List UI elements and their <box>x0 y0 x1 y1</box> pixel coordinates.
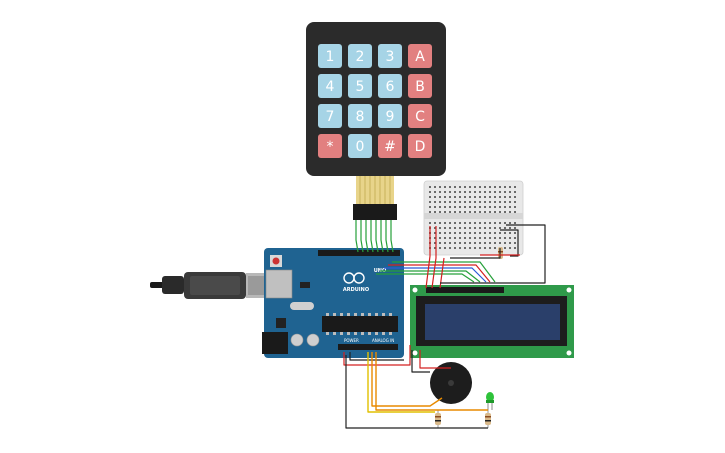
keypad-key[interactable]: 7 <box>318 104 342 128</box>
atmega-chip <box>322 316 398 332</box>
arduino-uno-board: ARDUINO UNO POWER ANALOG IN <box>262 248 404 358</box>
keypad-key-label: # <box>384 139 396 155</box>
keypad-key[interactable]: 3 <box>378 44 402 68</box>
piezo-buzzer <box>430 362 472 404</box>
power-analog-header <box>338 344 398 350</box>
keypad-4x4: 1 2 3 A 4 5 6 B 7 8 9 C * 0 # D <box>306 22 446 220</box>
mini-breadboard <box>423 180 524 256</box>
usb-cable <box>150 272 268 299</box>
resistor-1 <box>435 410 441 428</box>
wires <box>343 220 546 429</box>
keypad-key[interactable]: D <box>408 134 432 158</box>
resistor-2 <box>485 410 491 428</box>
keypad-key[interactable]: 4 <box>318 74 342 98</box>
keypad-key-label: D <box>415 139 426 155</box>
arduino-brand-text: ARDUINO <box>343 287 369 293</box>
keypad-key[interactable]: B <box>408 74 432 98</box>
power-label: POWER <box>344 338 359 343</box>
digital-pin-header <box>318 250 400 256</box>
keypad-key-label: 8 <box>356 109 365 125</box>
keypad-key[interactable]: A <box>408 44 432 68</box>
keypad-key[interactable]: 8 <box>348 104 372 128</box>
keypad-key-label: C <box>415 109 425 125</box>
keypad-key-grid: 1 2 3 A 4 5 6 B 7 8 9 C * 0 # D <box>318 44 432 158</box>
reset-button <box>272 257 280 265</box>
keypad-key[interactable]: # <box>378 134 402 158</box>
keypad-key[interactable]: * <box>318 134 342 158</box>
keypad-key[interactable]: 5 <box>348 74 372 98</box>
lcd-pin-header <box>426 287 504 293</box>
keypad-key[interactable]: 2 <box>348 44 372 68</box>
green-led <box>486 392 494 412</box>
keypad-key-label: 4 <box>326 79 335 95</box>
keypad-key-label: B <box>415 79 425 95</box>
keypad-key-label: 7 <box>326 109 335 125</box>
keypad-ribbon-cable <box>353 176 397 220</box>
keypad-key-label: 6 <box>386 79 395 95</box>
keypad-key-label: 1 <box>326 49 335 65</box>
keypad-key-label: 2 <box>356 49 365 65</box>
lcd-16x2-display <box>410 285 574 358</box>
keypad-key-label: 9 <box>386 109 395 125</box>
keypad-key[interactable]: 0 <box>348 134 372 158</box>
lcd-screen <box>425 304 560 340</box>
keypad-key-label: * <box>327 139 334 155</box>
keypad-key[interactable]: 9 <box>378 104 402 128</box>
keypad-key-label: 5 <box>356 79 365 95</box>
keypad-key-label: 0 <box>356 139 365 155</box>
analog-label: ANALOG IN <box>372 338 394 343</box>
keypad-key[interactable]: C <box>408 104 432 128</box>
keypad-key-label: A <box>415 49 425 65</box>
keypad-key[interactable]: 6 <box>378 74 402 98</box>
keypad-key-label: 3 <box>386 49 395 65</box>
keypad-key[interactable]: 1 <box>318 44 342 68</box>
